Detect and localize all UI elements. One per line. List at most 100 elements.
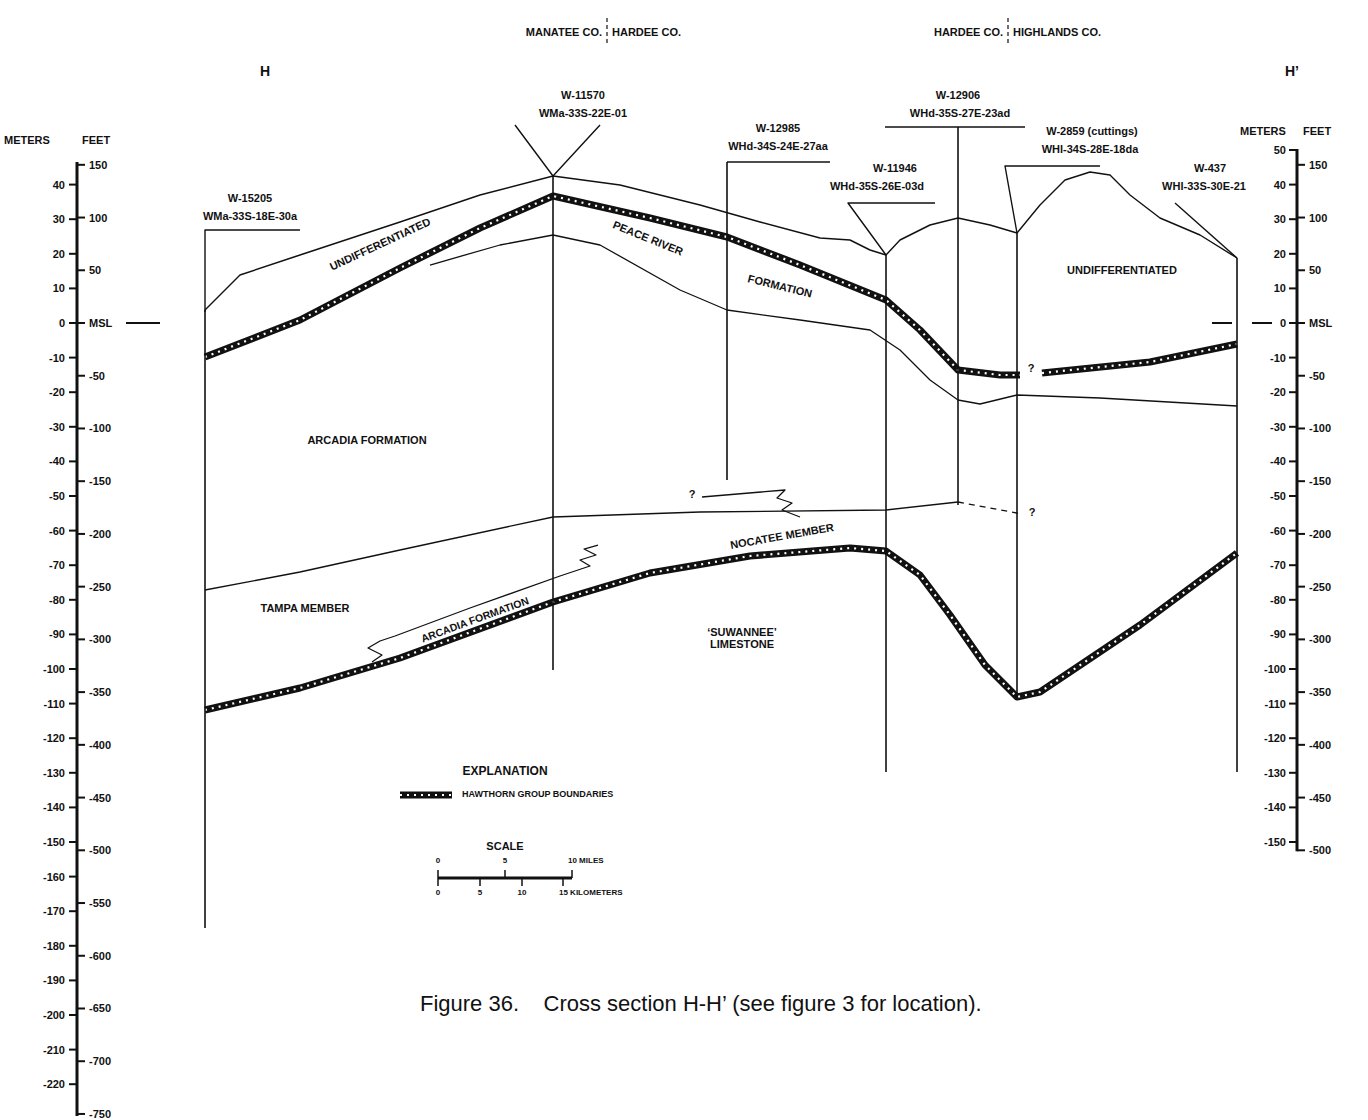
- axis-tick: [69, 945, 77, 947]
- unit-label: FORMATION: [747, 272, 814, 300]
- axis-value: -60: [49, 525, 65, 537]
- axis-tick: [1289, 426, 1297, 428]
- well-code: WMa-33S-22E-01: [539, 107, 627, 119]
- scale-tick: [521, 878, 523, 886]
- axis-header: METERS: [1240, 125, 1286, 137]
- axis-value: -20: [1270, 386, 1286, 398]
- axis-tick: [1289, 184, 1297, 186]
- axis-value: -450: [89, 792, 111, 804]
- msl-dash: [1252, 322, 1272, 324]
- axis-tick: [1289, 703, 1297, 705]
- axis-tick: [1289, 253, 1297, 255]
- unit-label: ‘SUWANNEE’ LIMESTONE: [685, 626, 800, 650]
- axis-value: 30: [53, 213, 65, 225]
- axis-value: -40: [49, 455, 65, 467]
- axis-tick: [77, 797, 85, 799]
- axis-value: -80: [49, 594, 65, 606]
- well-line: [204, 310, 206, 928]
- county-label: HARDEE CO.: [612, 26, 681, 38]
- axis-tick: [77, 1007, 85, 1009]
- well-code: WHl-33S-30E-21: [1162, 180, 1246, 192]
- axis-value: 40: [53, 179, 65, 191]
- axis-tick: [69, 633, 77, 635]
- axis-value: 10: [53, 282, 65, 294]
- msl-dash: [1212, 322, 1232, 324]
- axis-value: -10: [49, 352, 65, 364]
- well-leader: [1005, 166, 1100, 233]
- axis-value: -10: [1270, 352, 1286, 364]
- hawthorn-top-hatch: [1042, 344, 1237, 373]
- well-id: W-2859 (cuttings): [1046, 125, 1137, 137]
- axis-value: 30: [1274, 213, 1286, 225]
- county-label: HARDEE CO.: [934, 26, 1003, 38]
- well-leader: [205, 230, 300, 312]
- well-code: WHd-34S-24E-27aa: [728, 140, 828, 152]
- axis-tick: [1297, 480, 1305, 482]
- axis-tick: [1297, 797, 1305, 799]
- axis-value: -60: [1270, 525, 1286, 537]
- axis-value: 40: [1274, 179, 1286, 191]
- axis-tick: [69, 426, 77, 428]
- axis-tick: [77, 427, 85, 429]
- axis-value: 50: [89, 264, 101, 276]
- axis-tick: [69, 495, 77, 497]
- axis-value: 0: [59, 317, 65, 329]
- axis-tick: [77, 480, 85, 482]
- hawthorn-top: [205, 196, 1020, 375]
- axis-tick: [1297, 691, 1305, 693]
- axis-tick: [1289, 218, 1297, 220]
- axis-tick: [69, 979, 77, 981]
- axis-value: 150: [89, 159, 107, 171]
- axis-tick: [69, 184, 77, 186]
- unit-label: UNDIFFERENTIATED: [1067, 264, 1177, 276]
- axis-tick: [77, 902, 85, 904]
- axis-value: MSL: [1309, 317, 1332, 329]
- axis-tick: [69, 737, 77, 739]
- scale-tick: [562, 878, 564, 886]
- section-end: H: [260, 64, 270, 79]
- axis-tick: [1297, 533, 1305, 535]
- scale-tick: [437, 870, 439, 878]
- query-mark: ?: [1029, 506, 1036, 518]
- axis-tick: [77, 586, 85, 588]
- well-line: [957, 127, 959, 505]
- axis-header: METERS: [4, 134, 50, 146]
- axis-value: -200: [43, 1009, 65, 1021]
- axis-tick: [69, 841, 77, 843]
- axis-value: -180: [43, 940, 65, 952]
- inferred-contact: [958, 502, 1022, 514]
- axis-tick: [1297, 427, 1305, 429]
- axis-value: -50: [89, 370, 105, 382]
- axis-value: MSL: [89, 317, 112, 329]
- query-mark: ?: [689, 488, 696, 500]
- axis-value: -70: [1270, 559, 1286, 571]
- axis-value: -120: [1264, 732, 1286, 744]
- axis-tick: [1289, 287, 1297, 289]
- msl-dash: [126, 322, 160, 324]
- axis-value: -100: [89, 422, 111, 434]
- axis-tick: [1289, 391, 1297, 393]
- axis-value: -110: [1265, 698, 1286, 710]
- axis-value: -100: [1309, 422, 1331, 434]
- axis-value: -110: [44, 698, 65, 710]
- axis-value: -350: [89, 686, 111, 698]
- axis-tick: [69, 772, 77, 774]
- scale-tick: [504, 870, 506, 878]
- facies-contact: [702, 490, 800, 517]
- axis-value: -160: [43, 871, 65, 883]
- county-divider: [1007, 18, 1008, 46]
- well-code: WMa-33S-18E-30a: [203, 210, 297, 222]
- axis-value: -130: [43, 767, 65, 779]
- axis-tick: [69, 218, 77, 220]
- axis-tick: [77, 638, 85, 640]
- unit-label: UNDIFFERENTIATED: [328, 215, 433, 272]
- axis-value: -150: [1309, 475, 1331, 487]
- axis-tick: [1289, 322, 1297, 324]
- well-leader: [515, 125, 600, 176]
- axis-tick: [77, 955, 85, 957]
- legend-sample-hatch: [400, 794, 452, 796]
- axis-tick: [1297, 849, 1305, 851]
- axis-value: -550: [89, 897, 111, 909]
- well-leader: [848, 203, 935, 255]
- axis-tick: [69, 391, 77, 393]
